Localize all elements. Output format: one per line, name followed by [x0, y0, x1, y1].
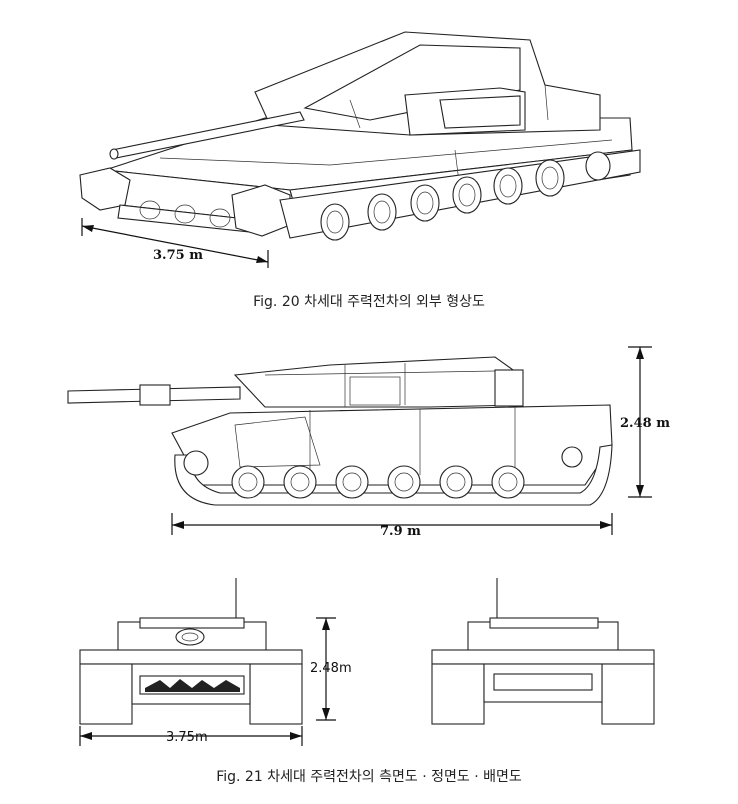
side-turret	[233, 356, 521, 408]
turret-bustle	[439, 95, 521, 129]
front-left-track	[79, 663, 133, 725]
width-label: 3.75 m	[153, 248, 203, 263]
width-dimension	[81, 218, 269, 268]
front-width-dimension	[79, 726, 303, 746]
rear-hull-top	[431, 649, 655, 665]
front-hull-top	[79, 649, 303, 665]
right-track-front	[231, 184, 291, 237]
figure-20-caption: Fig. 20 차세대 주력전차의 외부 형상도	[253, 294, 485, 310]
side-gun-evacuator	[139, 384, 171, 406]
side-length-dimension	[171, 513, 613, 535]
left-track-front	[79, 167, 131, 211]
figure-21-front-rear-views: 2.48m 3.75m	[0, 570, 738, 755]
rear-left-track	[431, 663, 485, 725]
front-height-dimension	[316, 617, 336, 721]
rear-view	[431, 578, 655, 725]
road-wheels-left	[139, 200, 231, 228]
side-height-label: 2.48 m	[620, 416, 670, 431]
figure-21-side-view: 2.48 m 7.9 m	[0, 335, 738, 545]
front-gun-mantlet	[175, 628, 205, 646]
figure-21-caption: Fig. 21 차세대 주력전차의 측면도 · 정면도 · 배면도	[216, 769, 522, 785]
turret-top	[303, 44, 521, 121]
front-glacis-texture	[145, 679, 240, 692]
rear-right-track	[601, 663, 655, 725]
side-turret-rear	[494, 369, 524, 407]
road-wheels-right	[320, 151, 611, 241]
side-height-dimension	[628, 346, 652, 498]
rear-exhaust-grille	[493, 673, 593, 691]
side-length-label: 7.9 m	[380, 524, 421, 539]
front-width-label: 3.75m	[166, 730, 208, 745]
front-height-label: 2.48m	[310, 661, 352, 676]
muzzle	[109, 148, 119, 160]
side-cutaway-panel	[234, 416, 321, 468]
front-view	[79, 578, 303, 725]
figure-20-isometric-view: 3.75 m	[0, 0, 738, 300]
side-road-wheels	[183, 446, 583, 499]
front-right-track	[249, 663, 303, 725]
